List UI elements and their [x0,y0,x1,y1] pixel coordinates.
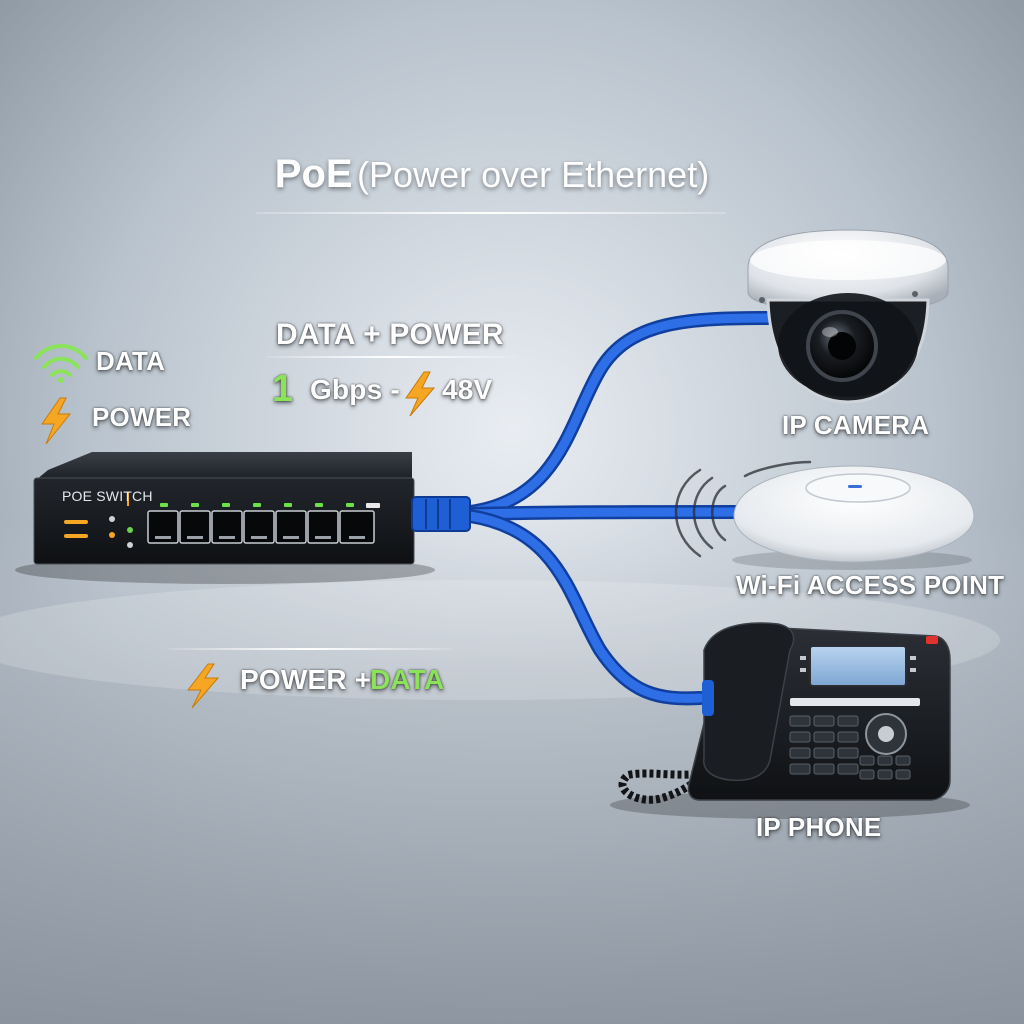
ethernet-cables [463,311,777,706]
rj45-plug [411,496,471,532]
port-4 [243,510,275,544]
ethernet-ports [147,510,375,544]
camera-label: IP CAMERA [782,410,930,440]
ip-camera [747,229,949,404]
legend-data-label: DATA [96,346,166,376]
phone-label: IP PHONE [756,812,882,842]
spec-voltage: 48V [442,374,493,405]
legend-power-label: POWER [92,402,192,432]
spec-speed-number: 1 [272,368,294,410]
wifi-icon [34,344,88,383]
wifi-signal-waves [674,460,812,558]
spec-heading: DATA + POWER [276,318,504,351]
caption-power: POWER + [240,664,372,695]
poe-switch [15,452,471,584]
ip-phone [610,622,970,819]
spec-speed-unit: Gbps - [310,374,400,405]
lightning-bolt-icon-spec [405,371,436,417]
port-5 [275,510,307,544]
lightning-bolt-icon [41,397,72,445]
port-2 [179,510,211,544]
caption-overline [168,648,452,650]
port-1 [147,510,179,544]
spec-underline [266,356,516,358]
port-7 [339,510,375,544]
access-point-label: Wi-Fi ACCESS POINT [736,570,1005,600]
title-main: PoE [274,152,353,196]
title-underline [256,212,726,214]
phone-keypad [789,715,911,780]
caption-data: DATA [370,664,445,695]
switch-label: POE SWITCH [62,488,153,504]
title-sub: (Power over Ethernet) [357,154,710,195]
wifi-access-point [674,460,975,570]
page-title: PoE (Power over Ethernet) [256,152,728,197]
port-3 [211,510,243,544]
port-6 [307,510,339,544]
port-leds [160,503,380,508]
phone-handset [703,622,795,782]
lightning-bolt-icon-caption [186,663,220,709]
phone-screen [809,645,907,687]
